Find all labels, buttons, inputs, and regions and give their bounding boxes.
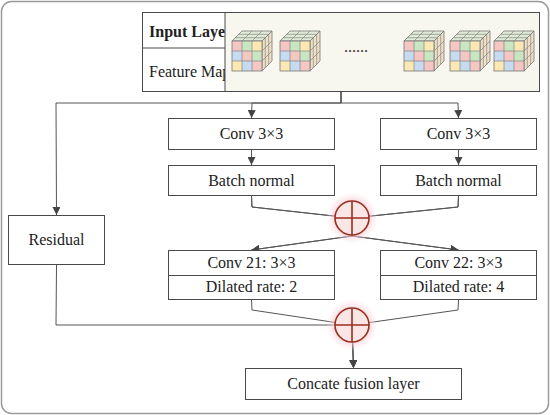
flow-arrow	[252, 196, 353, 250]
conv-box: Conv 3×3	[168, 118, 335, 150]
input-layer-box: Input LayerFeature Maps	[142, 12, 540, 92]
dilated-conv-box: Conv 21: 3×3Dilated rate: 2	[168, 250, 335, 300]
dilation-rate: Dilated rate: 4	[413, 278, 505, 296]
box-label: Concate fusion layer	[287, 375, 419, 393]
dilation-rate: Dilated rate: 2	[206, 278, 298, 296]
flow-arrow	[341, 92, 459, 118]
box-label: Conv 3×3	[220, 125, 284, 143]
box-label: Residual	[29, 231, 85, 249]
layer-title: Input Layer	[149, 23, 232, 41]
ellipsis-label: ......	[344, 38, 368, 56]
box-row: Dilated rate: 4	[381, 275, 536, 300]
box-label: Conv 3×3	[427, 125, 491, 143]
flow-arrow	[252, 196, 459, 250]
flow-arrow	[252, 92, 342, 118]
batch-norm-box: Batch normal	[168, 165, 335, 196]
flow-arrow	[251, 150, 252, 165]
box-label: Batch normal	[208, 172, 295, 190]
flow-arrow	[458, 150, 459, 165]
box-label: Batch normal	[415, 172, 502, 190]
feature-map-area	[143, 13, 539, 91]
box-row: Conv 21: 3×3	[169, 251, 334, 275]
fusion-box: Concate fusion layer	[245, 368, 462, 400]
conv-box: Conv 3×3	[380, 118, 537, 150]
layer-subtitle: Feature Maps	[149, 63, 237, 81]
dilated-conv-box: Conv 22: 3×3Dilated rate: 4	[380, 250, 537, 300]
conv-title: Conv 21: 3×3	[207, 254, 295, 272]
flow-arrow	[252, 196, 459, 250]
flow-arrow	[56, 265, 354, 368]
box-row: Dilated rate: 2	[169, 275, 334, 300]
flow-arrow	[56, 92, 341, 215]
residual-box: Residual	[8, 215, 105, 265]
box-row: Conv 22: 3×3	[381, 251, 536, 275]
flow-arrow	[352, 196, 459, 250]
flow-arrow	[252, 300, 354, 368]
batch-norm-box: Batch normal	[380, 165, 537, 196]
flow-arrow	[352, 300, 459, 368]
conv-title: Conv 22: 3×3	[414, 254, 502, 272]
